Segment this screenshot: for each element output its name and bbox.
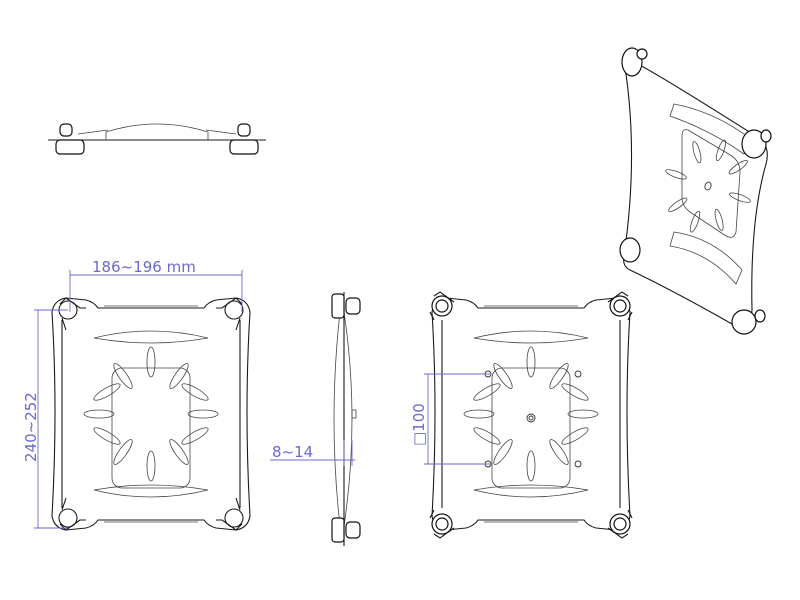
front-view-dimensioned xyxy=(51,297,251,531)
top-view xyxy=(48,123,266,155)
vesa-dimension: □100 xyxy=(410,373,490,465)
isometric-view xyxy=(619,47,772,335)
vesa-pattern-label: □100 xyxy=(410,403,428,446)
back-view-vesa xyxy=(429,291,633,539)
width-dimension: 186~196 mm xyxy=(69,258,243,312)
width-range-label: 186~196 mm xyxy=(92,258,196,276)
height-range-label: 240~252 xyxy=(22,392,40,462)
thickness-dimension: 8~14 xyxy=(270,440,355,466)
height-dimension: 240~252 xyxy=(22,309,68,529)
thickness-range-label: 8~14 xyxy=(272,443,313,461)
side-view xyxy=(331,292,361,546)
